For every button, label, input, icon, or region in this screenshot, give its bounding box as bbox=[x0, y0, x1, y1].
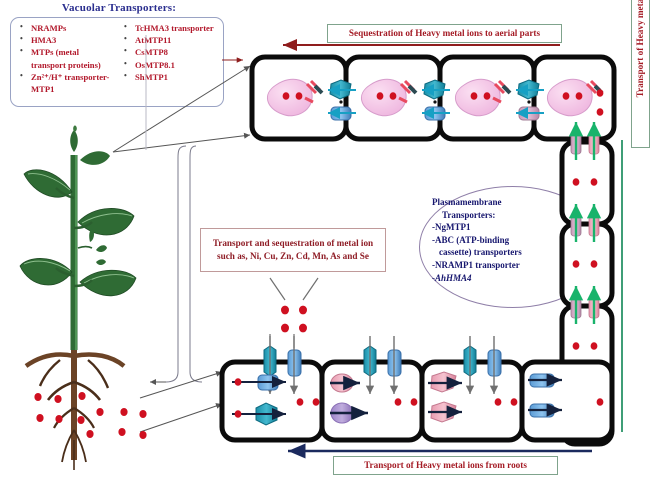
vacuolar-list-right: TcHMA3 transporter AtMTP11 CsMTP8 OsMTP8… bbox=[123, 21, 223, 83]
root-tissue-cell-row bbox=[219, 336, 615, 443]
ion-uptake-stream bbox=[269, 277, 319, 348]
list-item: NRAMPs bbox=[19, 21, 125, 34]
list-item: HMA3 bbox=[19, 33, 125, 46]
apoplast-ions bbox=[573, 148, 580, 156]
vacuolar-transporters-box: NRAMPs HMA3 MTPs (metal transport protei… bbox=[10, 17, 224, 107]
intracellular-transporters bbox=[232, 371, 562, 426]
connector-leaf-to-aerial-cells bbox=[112, 65, 251, 153]
list-item: TcHMA3 transporter bbox=[123, 21, 223, 34]
list-item: transport proteins) bbox=[31, 59, 101, 70]
vacuolar-list-left: NRAMPs HMA3 MTPs (metal transport protei… bbox=[19, 21, 125, 95]
list-item: -AhHMA4 bbox=[432, 272, 472, 283]
list-item: ShMTP1 bbox=[123, 70, 223, 83]
plant-illustration bbox=[19, 125, 137, 350]
banner-transport-from-roots: Transport of Heavy metal ions from roots bbox=[333, 456, 558, 475]
pm-title-line2: Transporters: bbox=[442, 209, 496, 220]
tonoplast-transporters bbox=[304, 79, 604, 104]
list-item: -NgMTP1 bbox=[432, 222, 471, 233]
plasmamembrane-transporters-text: Plasmamembrane Transporters: -NgMTP1 -AB… bbox=[432, 196, 592, 284]
vacuolar-transporters-title: Vacuolar Transporters: bbox=[61, 2, 177, 14]
aerial-tissue-cell-row bbox=[249, 54, 617, 142]
list-item: MTP1 bbox=[31, 84, 55, 95]
list-item: AtMTP11 bbox=[123, 33, 223, 46]
connector-root-to-cells bbox=[139, 370, 223, 433]
list-item: -ABC (ATP-binding bbox=[432, 234, 510, 245]
pm-title-line1: Plasmamembrane bbox=[432, 197, 502, 207]
list-item: Zn²⁺/H⁺ transporter- bbox=[19, 70, 125, 83]
apical-channel-proteins bbox=[263, 336, 502, 394]
rhizosphere-metal-ions bbox=[34, 392, 147, 439]
list-item: CsMTP8 bbox=[123, 45, 223, 58]
list-item: -NRAMP1 transporter bbox=[432, 259, 520, 270]
vascular-transport-cell-column bbox=[559, 122, 615, 447]
connector-root-bracket bbox=[150, 145, 203, 385]
list-item: OsMTP8.1 bbox=[123, 58, 223, 71]
root-system-illustration bbox=[24, 350, 126, 470]
list-item: MTPs (metal bbox=[19, 45, 125, 58]
description-box: Transport and sequestration of metal ion… bbox=[200, 228, 386, 272]
membrane-transporter-pair bbox=[328, 79, 544, 121]
banner-sequestration-aerial: Sequestration of Heavy metal ions to aer… bbox=[327, 24, 562, 43]
list-item: cassette) transporters bbox=[439, 247, 522, 258]
